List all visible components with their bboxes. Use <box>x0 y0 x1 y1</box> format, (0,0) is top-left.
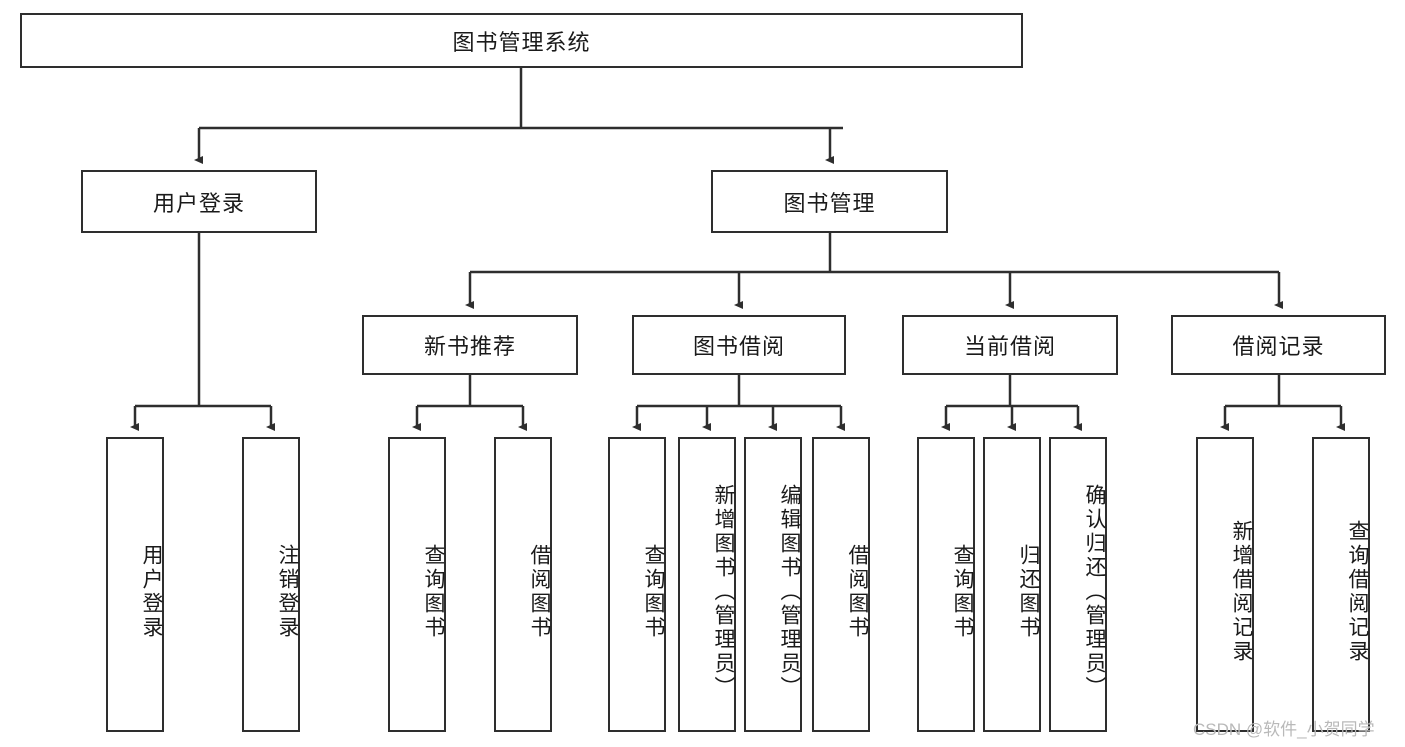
node-label: 借阅图书 <box>846 543 869 640</box>
node-leaf-return-books[interactable]: 归还图书 <box>983 437 1041 732</box>
node-label: 查询图书 <box>422 543 445 640</box>
node-label: 图书借阅 <box>692 334 785 359</box>
node-label: 新增图书（管理员） <box>712 483 735 700</box>
node-current-borrow[interactable]: 当前借阅 <box>902 315 1118 375</box>
node-label: 新增借阅记录 <box>1230 519 1253 664</box>
node-label: 编辑图书（管理员） <box>778 483 801 700</box>
node-label: 当前借阅 <box>963 334 1056 359</box>
node-leaf-query-books-2[interactable]: 查询图书 <box>608 437 666 732</box>
node-leaf-query-borrow-record[interactable]: 查询借阅记录 <box>1312 437 1370 732</box>
node-leaf-borrow-books-1[interactable]: 借阅图书 <box>494 437 552 732</box>
node-label: 图书管理系统 <box>452 29 591 55</box>
watermark-text: CSDN @软件_小贺同学 <box>1193 720 1375 739</box>
node-leaf-add-borrow-record[interactable]: 新增借阅记录 <box>1196 437 1254 732</box>
node-label: 确认归还（管理员） <box>1083 483 1106 700</box>
node-label: 用户登录 <box>152 190 245 216</box>
node-label: 借阅图书 <box>528 543 551 640</box>
node-leaf-query-books-1[interactable]: 查询图书 <box>388 437 446 732</box>
node-leaf-confirm-return-admin[interactable]: 确认归还（管理员） <box>1049 437 1107 732</box>
node-borrow-record[interactable]: 借阅记录 <box>1171 315 1386 375</box>
node-user-login[interactable]: 用户登录 <box>81 170 317 233</box>
node-book-management-system[interactable]: 图书管理系统 <box>20 13 1023 68</box>
node-label: 图书管理 <box>783 190 876 216</box>
node-leaf-user-login[interactable]: 用户登录 <box>106 437 164 732</box>
node-label: 借阅记录 <box>1232 334 1325 359</box>
node-label: 新书推荐 <box>423 334 516 359</box>
node-leaf-query-books-3[interactable]: 查询图书 <box>917 437 975 732</box>
node-leaf-add-book-admin[interactable]: 新增图书（管理员） <box>678 437 736 732</box>
node-leaf-logout-login[interactable]: 注销登录 <box>242 437 300 732</box>
node-book-borrow[interactable]: 图书借阅 <box>632 315 846 375</box>
node-new-book-recommend[interactable]: 新书推荐 <box>362 315 578 375</box>
node-leaf-edit-book-admin[interactable]: 编辑图书（管理员） <box>744 437 802 732</box>
node-label: 用户登录 <box>140 543 163 640</box>
node-label: 归还图书 <box>1017 543 1040 640</box>
node-label: 查询借阅记录 <box>1346 519 1369 664</box>
node-leaf-borrow-books-2[interactable]: 借阅图书 <box>812 437 870 732</box>
node-label: 注销登录 <box>276 543 299 640</box>
node-label: 查询图书 <box>642 543 665 640</box>
node-label: 查询图书 <box>951 543 974 640</box>
node-book-management[interactable]: 图书管理 <box>711 170 948 233</box>
